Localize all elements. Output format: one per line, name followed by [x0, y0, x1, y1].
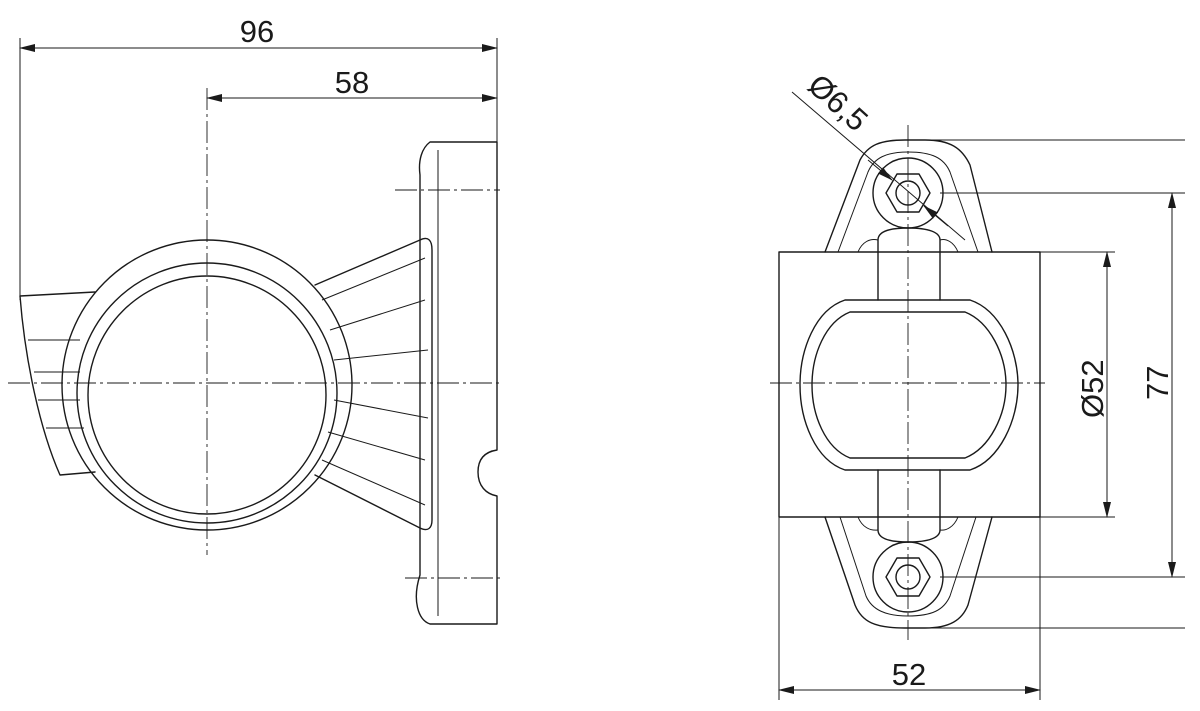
hole-arrow-lower: [923, 205, 949, 227]
mount-height-label: 77: [1140, 366, 1175, 400]
lower-bolt-hole: [895, 564, 921, 590]
side-view: 96 58: [8, 14, 500, 625]
lower-nut-icon: [885, 557, 931, 597]
front-view: Ø6,5 Ø52 77 52: [770, 67, 1185, 700]
mounting-plate: [415, 141, 498, 625]
upper-neck: [877, 227, 941, 301]
dimension-58-label: 58: [335, 65, 369, 100]
flange-bottom: [824, 516, 993, 629]
bracket-ribs: [321, 257, 429, 506]
housing-left-stub: [19, 291, 96, 476]
lower-neck-fillets: [857, 516, 959, 531]
lower-neck: [877, 469, 941, 543]
upper-nut-icon: [885, 173, 931, 213]
flange-top: [824, 139, 993, 253]
upper-neck-fillets: [857, 239, 959, 253]
bracket-arm-outline: [314, 237, 433, 531]
flange-bottom-inner: [839, 516, 977, 617]
lens-inner: [811, 311, 1007, 459]
hole-arrow-upper: [867, 159, 893, 181]
lamp-lens: [87, 275, 327, 515]
body-width-label: 52: [892, 657, 926, 692]
hole-diameter-label: Ø6,5: [801, 67, 874, 138]
lamp-diameter-label: Ø52: [1075, 359, 1110, 418]
housing-left-ribs: [28, 339, 84, 429]
upper-bolt-hole: [895, 180, 921, 206]
lamp-housing-outer: [61, 239, 353, 531]
dimension-96-label: 96: [240, 14, 274, 49]
lamp-housing-rim: [76, 262, 338, 524]
lamp-body: [778, 251, 1041, 518]
lens-outer: [799, 299, 1019, 471]
hole-diameter-leader: [791, 91, 966, 241]
